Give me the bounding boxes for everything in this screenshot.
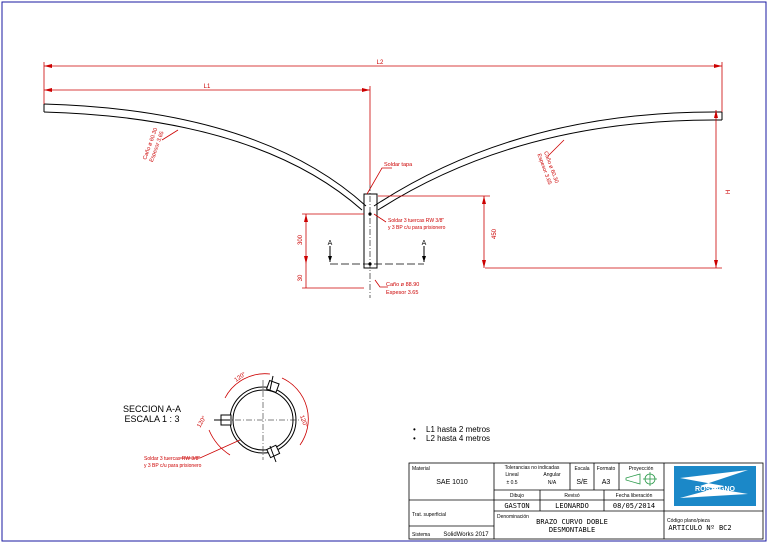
dim-l2-text: L2 (377, 60, 384, 66)
tb-drawn: GASTON (504, 502, 529, 510)
notes: • • L1 hasta 2 metros L2 hasta 4 metros (413, 425, 490, 443)
tb-code: ARTICULO Nº BC2 (668, 524, 731, 532)
projection-icon (625, 472, 657, 486)
bolts-label-2: y 3 BP c/u para prisionero (388, 225, 446, 231)
tb-code-label: Código plano/pieza (667, 518, 710, 524)
tb-format: A3 (602, 479, 611, 486)
section-bolts-label-1: Soldar 3 tuercas RW 3/8" (144, 456, 200, 462)
central-tube (363, 193, 378, 269)
dim-h-text: H (726, 190, 732, 194)
title-block (408, 462, 764, 540)
tb-angular: N/A (548, 480, 557, 486)
tb-material-label: Material (412, 466, 430, 472)
bolts-label-1: Soldar 3 tuercas RW 3/8" (388, 218, 444, 224)
note-l1: L1 hasta 2 metros (426, 425, 490, 434)
dimension-lines (43, 62, 723, 289)
tb-finish-label: Trat. superficial (412, 512, 446, 518)
section-view (180, 373, 309, 463)
tb-system: SolidWorks 2017 (443, 532, 489, 538)
arm-drawing (43, 103, 723, 298)
tb-drawn-label: Dibujo (510, 493, 524, 499)
tb-system-label: Sistema (412, 532, 430, 538)
tb-denom-label: Denominación (497, 514, 529, 520)
tb-denom-2: DESMONTABLE (549, 526, 595, 534)
tb-projection-label: Proyección (629, 466, 654, 472)
angle-right: 120° (298, 415, 308, 429)
tb-material: SAE 1010 (436, 479, 468, 486)
svg-text:•: • (413, 434, 416, 443)
right-arm-outer (373, 111, 723, 207)
base-leader (374, 279, 388, 288)
tb-review-label: Revisó (564, 493, 580, 499)
section-bolts-label-2: y 3 BP c/u para prisionero (144, 463, 202, 469)
tb-scale-label: Escala (574, 466, 589, 472)
dim-450-text: 450 (492, 228, 498, 239)
base-pipe-label-1: Caño ø 88.90 (386, 282, 419, 288)
tb-review: LEONARDO (555, 502, 589, 510)
logo-text: ROSTAGNO (695, 486, 735, 493)
tb-denom-1: BRAZO CURVO DOBLE (536, 518, 608, 526)
weld-label: Soldar tapa (384, 162, 413, 168)
tb-lineal-label: Lineal (505, 472, 518, 478)
dim-30-text: 30 (298, 274, 304, 281)
tb-lineal: ± 0.5 (506, 480, 517, 486)
tb-tol-label: Tolerancias no indicadas (505, 465, 560, 471)
tb-date-label: Fecha liberación (616, 493, 653, 499)
right-arm-inner (377, 119, 723, 211)
note-l2: L2 hasta 4 metros (426, 434, 490, 443)
tb-format-label: Formato (597, 466, 616, 472)
dim-l1-text: L1 (204, 84, 211, 90)
dimension-arrows (44, 64, 722, 268)
section-title: SECCION A-A (123, 404, 181, 414)
right-pipe-leader (547, 139, 565, 157)
left-arm-outer (43, 103, 367, 207)
section-scale: ESCALA 1 : 3 (124, 414, 179, 424)
angle-left: 120° (197, 415, 209, 429)
tb-angular-label: Angular (543, 472, 561, 478)
bolts-leader (373, 213, 387, 223)
left-pipe-leader (161, 129, 179, 141)
angle-top: 120° (234, 371, 248, 383)
bolt-point-1 (368, 212, 372, 216)
svg-text:•: • (413, 425, 416, 434)
left-arm-inner (43, 111, 363, 211)
base-pipe-label-2: Espesor 3.65 (386, 290, 418, 296)
section-cut-a (328, 246, 426, 265)
weld-leader (366, 167, 392, 195)
rostagno-logo: ROSTAGNO (674, 466, 756, 506)
section-mark-right: A (422, 240, 427, 247)
tb-scale: S/E (576, 479, 588, 486)
section-bolt-bottom (266, 444, 281, 459)
section-mark-left: A (328, 240, 333, 247)
tb-date: 08/05/2014 (613, 502, 655, 510)
dim-300-text: 300 (298, 234, 304, 245)
